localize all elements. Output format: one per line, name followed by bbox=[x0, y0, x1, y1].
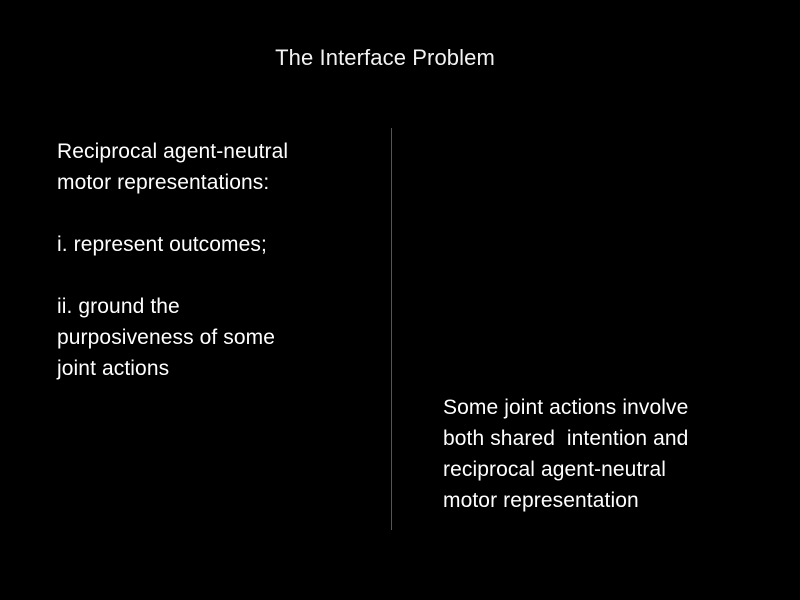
right-paragraph-conclusion-line-4: motor representation bbox=[443, 489, 639, 512]
right-paragraph-conclusion: Some joint actions involve both shared i… bbox=[443, 392, 753, 516]
right-paragraph-conclusion-line-3: reciprocal agent-neutral bbox=[443, 458, 667, 481]
right-text-column: Some joint actions involve both shared i… bbox=[443, 392, 753, 516]
left-paragraph-item-ii-line-3: joint actions bbox=[57, 357, 170, 380]
left-paragraph-item-i: i. represent outcomes; bbox=[57, 229, 367, 260]
left-paragraph-heading: Reciprocal agent-neutral motor represent… bbox=[57, 136, 367, 198]
left-paragraph-item-i-line-1: i. represent outcomes; bbox=[57, 233, 267, 256]
left-text-column: Reciprocal agent-neutral motor represent… bbox=[57, 136, 367, 384]
right-paragraph-conclusion-line-1: Some joint actions involve bbox=[443, 396, 689, 419]
right-paragraph-conclusion-line-2: both shared intention and bbox=[443, 427, 689, 450]
left-paragraph-item-ii: ii. ground the purposiveness of some joi… bbox=[57, 291, 367, 384]
page-title: The Interface Problem bbox=[275, 45, 495, 70]
left-paragraph-heading-line-1: Reciprocal agent-neutral bbox=[57, 140, 289, 163]
left-paragraph-item-ii-line-1: ii. ground the bbox=[57, 295, 180, 318]
vertical-divider bbox=[391, 128, 392, 530]
left-paragraph-heading-line-2: motor representations: bbox=[57, 171, 270, 194]
left-paragraph-item-ii-line-2: purposiveness of some bbox=[57, 326, 276, 349]
